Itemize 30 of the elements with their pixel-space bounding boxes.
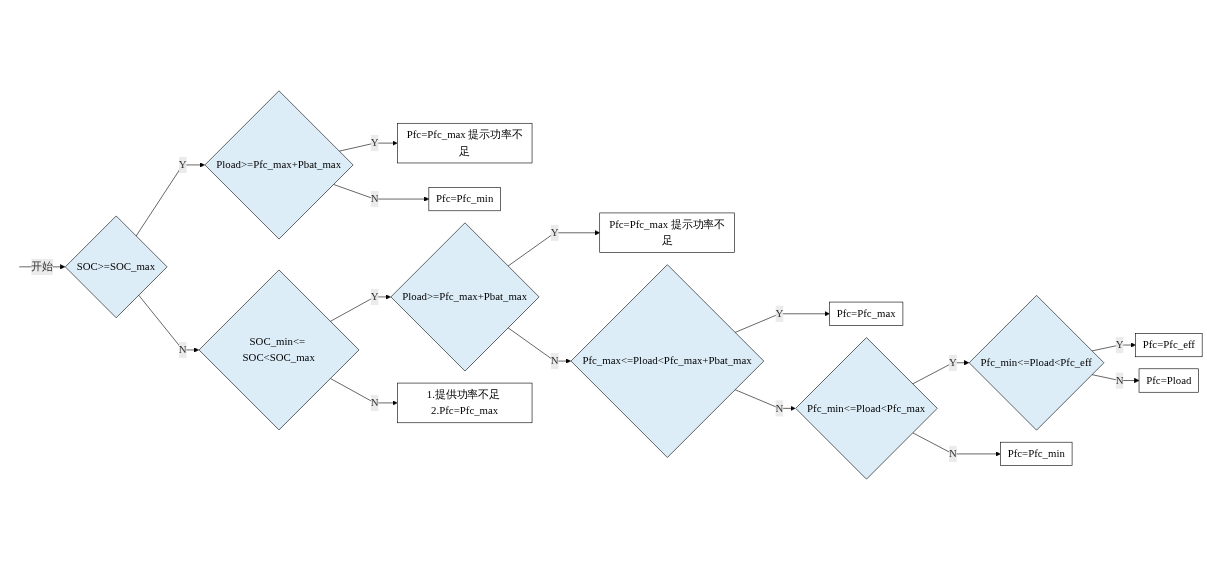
node-diamond: SOC_min<= SOC<SOC_max xyxy=(198,269,360,430)
node-box: Pfc=Pfc_max xyxy=(829,301,904,326)
edge-label: N xyxy=(178,343,187,356)
node-diamond: SOC>=SOC_max xyxy=(65,215,168,318)
node-box: Pfc=Pfc_max 提示功率不足 xyxy=(397,122,533,163)
edge-label: Y xyxy=(1115,338,1124,351)
edge-label: Y xyxy=(370,136,379,149)
edge-label: 开始 xyxy=(31,260,53,273)
edge-label: N xyxy=(775,401,784,414)
node-box: Pfc=Pfc_min xyxy=(428,186,501,211)
node-diamond: Pfc_max<=Pload<Pfc_max+Pbat_max xyxy=(570,263,765,458)
edge-label: N xyxy=(370,396,379,409)
edge-label: N xyxy=(1115,373,1124,386)
edge-label: Y xyxy=(550,225,559,239)
node-box: Pfc=Pload xyxy=(1138,368,1199,393)
node-diamond: Pload>=Pfc_max+Pbat_max xyxy=(204,90,354,239)
edge-label: N xyxy=(550,354,559,367)
edge-label: N xyxy=(949,447,957,460)
node-diamond: Pload>=Pfc_max+Pbat_max xyxy=(390,222,540,371)
edge-label: Y xyxy=(949,355,957,368)
node-box: Pfc=Pfc_min xyxy=(1000,441,1073,466)
node-diamond: Pfc_min<=Pload<Pfc_eff xyxy=(968,294,1105,430)
edge-label: N xyxy=(370,192,379,205)
edge-label: Y xyxy=(775,306,784,320)
edge-label: Y xyxy=(178,158,187,171)
node-box: Pfc=Pfc_max 提示功率不足 xyxy=(599,212,735,253)
node-diamond: Pfc_min<=Pload<Pfc_max xyxy=(795,336,938,479)
edge-label: Y xyxy=(370,290,379,303)
node-box: Pfc=Pfc_eff xyxy=(1135,332,1203,357)
node-box: 1.提供功率不足 2.Pfc=Pfc_max xyxy=(397,382,533,423)
